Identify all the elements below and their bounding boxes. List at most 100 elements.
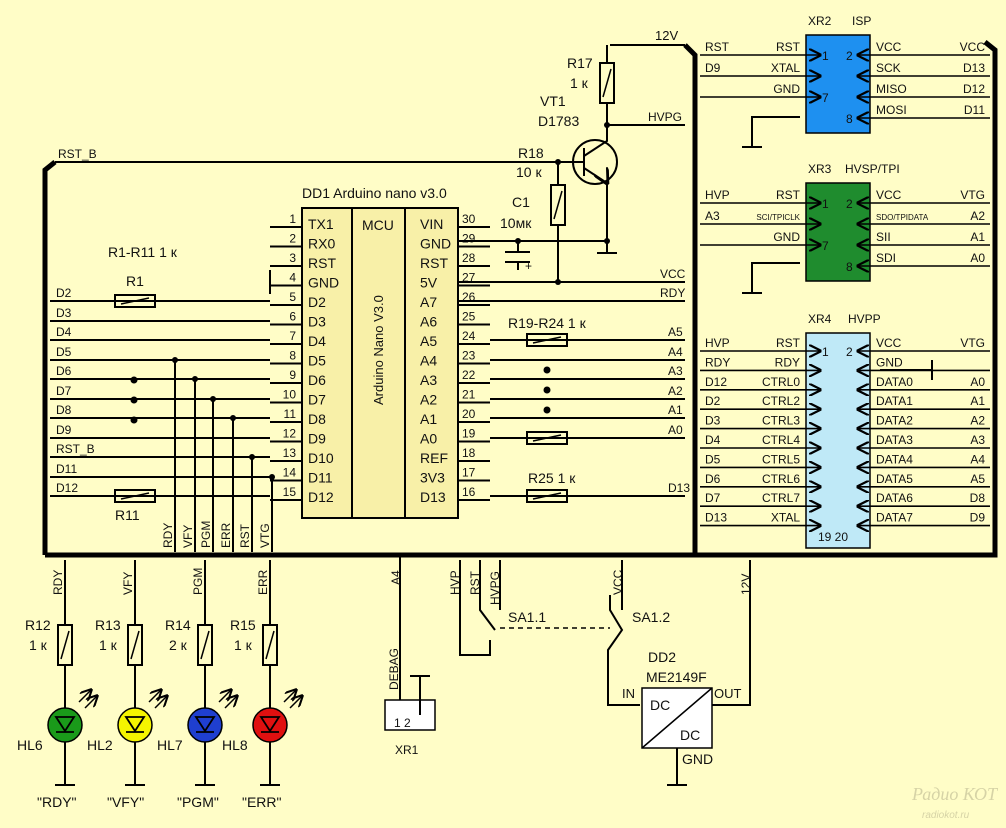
watermark-logo: Радио КОТ: [911, 784, 999, 804]
node-dot: [249, 454, 255, 460]
conn-left-bus: D5: [705, 452, 721, 466]
r18-label: R18: [518, 145, 544, 161]
diode-icon: [259, 716, 281, 733]
xr3-gnd: [742, 262, 800, 294]
conn-left-bus: HVP: [705, 336, 730, 350]
led-caption: "VFY": [107, 794, 144, 810]
conn-right-bus: D11: [964, 103, 985, 117]
dd1-left-pin-num: 8: [289, 349, 296, 363]
left-net-label: D12: [56, 481, 78, 495]
diode-icon: [54, 716, 76, 733]
dd1-left-pin-name: D5: [308, 353, 326, 369]
dd1-right-pin-name: VIN: [420, 216, 443, 232]
conn-left-bus: RST: [705, 40, 730, 54]
conn-right-bus: A1: [970, 230, 985, 244]
conn-right-sig: GND: [876, 355, 903, 369]
dd1-left-pin-num: 14: [283, 466, 297, 480]
led-resistor-name: R13: [95, 617, 121, 633]
left-net-label: D5: [56, 345, 72, 359]
conn-right-bus: VTG: [960, 188, 985, 202]
left-net-label: RST_B: [56, 442, 95, 456]
resistor-slash: [532, 492, 562, 500]
dd1-right-pin-num: 22: [462, 368, 476, 382]
dd1-left-pin-name: D2: [308, 294, 326, 310]
dd1-left-pin-name: D6: [308, 372, 326, 388]
dd1-right-pin-num: 24: [462, 329, 476, 343]
dd1-left-pin-name: GND: [308, 275, 339, 291]
node-dot: [230, 415, 236, 421]
led-net-label: VFY: [121, 572, 135, 595]
conn-right-sig: SCK: [876, 61, 901, 75]
ellipsis-dot: [543, 386, 551, 394]
c1-val: 10мк: [500, 215, 532, 231]
dd1-left-pin-name: TX1: [308, 216, 334, 232]
dd1-left-pin-num: 3: [289, 251, 296, 265]
conn-left-sig: GND: [773, 230, 800, 244]
vt1-part: D1783: [538, 113, 579, 129]
conn-right-sig: DATA4: [876, 452, 913, 466]
12v-label: 12V: [655, 28, 678, 43]
xr1-body: [384, 699, 436, 731]
xr2-gnd: [742, 116, 800, 148]
xr4-gnd: [880, 360, 933, 380]
conn-right-sig: DATA6: [876, 491, 913, 505]
conn-left-sig: SCI/TPICLK: [756, 213, 800, 222]
light-arrow-icon: [289, 696, 302, 709]
dd1-right-pin-num: 29: [462, 232, 476, 246]
dd2-part: ME2149F: [646, 669, 707, 685]
conn-right-sig: DATA5: [876, 472, 913, 486]
conn-right-bus: A0: [970, 251, 985, 265]
conn-right-bus: A0: [970, 375, 985, 389]
dd1-left-pin-name: D10: [308, 450, 334, 466]
r18-val: 10 к: [516, 164, 542, 180]
conn-right-bus: VTG: [960, 336, 985, 350]
c1-plus: +: [525, 259, 532, 273]
dd2-diag: [641, 687, 713, 749]
conn-right-bus: D9: [970, 511, 986, 525]
led-resistor-val: 1 к: [234, 637, 253, 653]
right-net-label: A5: [668, 325, 683, 339]
sa12-label: SA1.2: [632, 609, 670, 625]
sw-hvp: HVP: [448, 570, 462, 595]
conn-right-sig: VCC: [876, 188, 902, 202]
r11-label: R11: [115, 507, 140, 523]
dd2-out: OUT: [714, 686, 742, 701]
led-caption: "ERR": [242, 794, 282, 810]
resistor-slash: [532, 336, 562, 344]
light-arrow-icon: [283, 690, 296, 703]
bottom-tap-label: PGM: [199, 521, 213, 548]
r17-slash: [602, 68, 612, 98]
conn-right-bus: A2: [970, 209, 985, 223]
dd1-mcu-label: MCU: [362, 217, 394, 233]
r19-r24-label: R19-R24 1 к: [508, 315, 587, 331]
xr2-sub: ISP: [852, 14, 871, 28]
dd2-12v: 12V: [739, 574, 753, 595]
dd1-right-pin-name: A7: [420, 294, 437, 310]
xr3-sub: HVSP/TPI: [845, 162, 900, 176]
conn-left-pin: 7: [822, 91, 829, 105]
conn-left-bus: D2: [705, 394, 721, 408]
dd1-pins: TX11RX02RST3GND4D25D36D47D58D69D710D811D…: [270, 212, 490, 505]
dd1-left-pin-name: RX0: [308, 236, 335, 252]
sw-rst: RST: [468, 570, 482, 595]
conn-right-bus: A3: [970, 433, 985, 447]
conn-right-pin: 2: [846, 197, 853, 211]
dd1-right-pin-name: RST: [420, 255, 448, 271]
dd2-out-wire: [712, 560, 751, 706]
left-net-label: D7: [56, 384, 72, 398]
right-net-label: A0: [668, 423, 683, 437]
dd2-dc2: DC: [680, 727, 700, 743]
dd1-left-pin-name: D8: [308, 411, 326, 427]
left-net-label: D9: [56, 423, 72, 437]
conn-left-bus: D13: [705, 511, 727, 525]
dd1-left-pin-num: 2: [289, 232, 296, 246]
dd1-right-pin-num: 18: [462, 446, 476, 460]
ellipsis-dot: [130, 396, 138, 404]
conn-right-bus: A1: [970, 394, 985, 408]
resistor-slash: [130, 630, 140, 660]
led-net-label: PGM: [191, 568, 205, 595]
